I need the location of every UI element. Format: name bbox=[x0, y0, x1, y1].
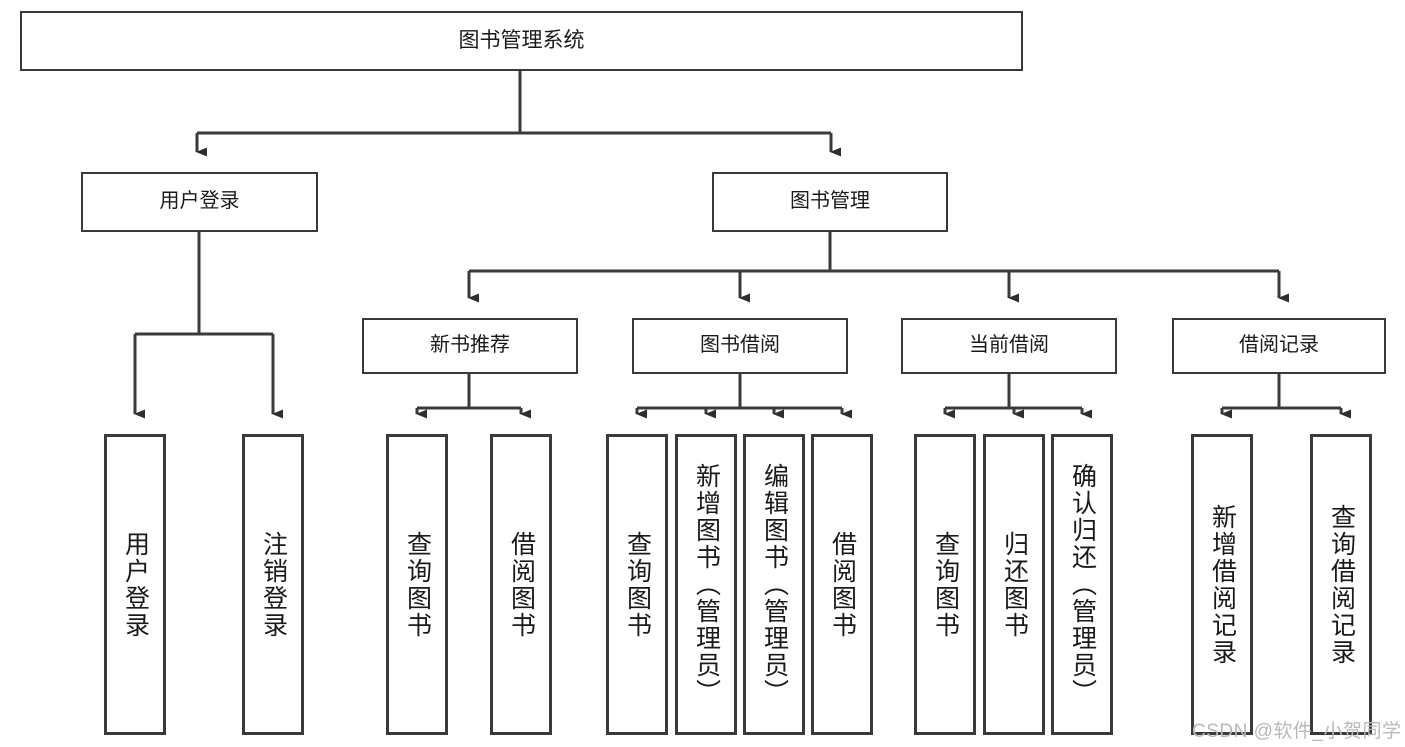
leaf-return-book[interactable]: 归还图书 bbox=[983, 434, 1045, 735]
leaf-user-login[interactable]: 用户登录 bbox=[104, 434, 166, 735]
node-label: 查询图书 bbox=[403, 530, 432, 639]
node-label: 注销登录 bbox=[259, 530, 288, 639]
node-label: 借阅图书 bbox=[828, 530, 857, 639]
node-label: 查询图书 bbox=[931, 530, 960, 639]
node-label: 新增图书（管理员） bbox=[692, 463, 721, 706]
node-label: 用户登录 bbox=[121, 530, 150, 639]
leaf-query-book-recommend[interactable]: 查询图书 bbox=[386, 434, 448, 735]
node-root-system[interactable]: 图书管理系统 bbox=[20, 11, 1023, 71]
leaf-query-book-current[interactable]: 查询图书 bbox=[914, 434, 976, 735]
node-user-login[interactable]: 用户登录 bbox=[81, 172, 318, 232]
node-label: 图书借阅 bbox=[700, 334, 780, 357]
node-label: 用户登录 bbox=[159, 190, 240, 213]
leaf-logout[interactable]: 注销登录 bbox=[242, 434, 304, 735]
leaf-borrow-book[interactable]: 借阅图书 bbox=[811, 434, 873, 735]
node-label: 新增借阅记录 bbox=[1208, 503, 1237, 666]
leaf-query-book-borrow[interactable]: 查询图书 bbox=[606, 434, 668, 735]
node-label: 图书管理系统 bbox=[458, 28, 585, 52]
leaf-borrow-book-recommend[interactable]: 借阅图书 bbox=[490, 434, 552, 735]
node-label: 图书管理 bbox=[790, 190, 870, 213]
node-new-book-recommend[interactable]: 新书推荐 bbox=[362, 318, 578, 374]
node-label: 归还图书 bbox=[1000, 530, 1029, 639]
node-current-borrow[interactable]: 当前借阅 bbox=[901, 318, 1117, 374]
node-label: 确认归还（管理员） bbox=[1068, 463, 1097, 706]
node-label: 编辑图书（管理员） bbox=[760, 463, 789, 706]
node-book-management[interactable]: 图书管理 bbox=[712, 172, 948, 232]
node-book-borrow[interactable]: 图书借阅 bbox=[632, 318, 848, 374]
node-label: 查询借阅记录 bbox=[1327, 503, 1356, 666]
node-borrow-record[interactable]: 借阅记录 bbox=[1172, 318, 1386, 374]
leaf-confirm-return-admin[interactable]: 确认归还（管理员） bbox=[1051, 434, 1113, 735]
watermark: CSDN @软件_小贺同学 bbox=[1192, 721, 1402, 742]
node-label: 新书推荐 bbox=[430, 334, 510, 357]
node-label: 借阅图书 bbox=[507, 530, 536, 639]
leaf-add-book-admin[interactable]: 新增图书（管理员） bbox=[675, 434, 737, 735]
node-label: 借阅记录 bbox=[1239, 334, 1319, 357]
leaf-edit-book-admin[interactable]: 编辑图书（管理员） bbox=[743, 434, 805, 735]
leaf-query-borrow-record[interactable]: 查询借阅记录 bbox=[1310, 434, 1372, 735]
node-label: 当前借阅 bbox=[969, 334, 1049, 357]
node-label: 查询图书 bbox=[623, 530, 652, 639]
leaf-add-borrow-record[interactable]: 新增借阅记录 bbox=[1191, 434, 1253, 735]
